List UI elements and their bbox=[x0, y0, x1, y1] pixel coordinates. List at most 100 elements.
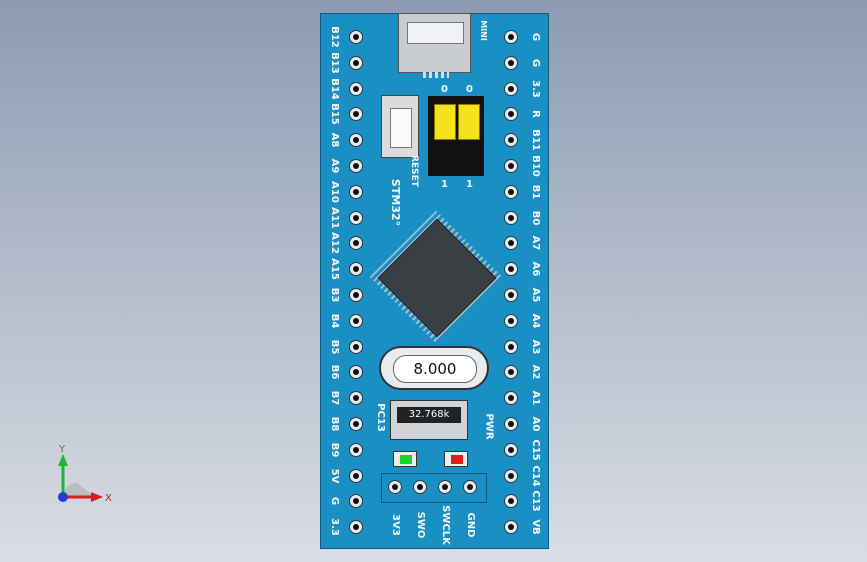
right-pin-label: 3.3 bbox=[530, 79, 541, 98]
right-pin[interactable] bbox=[504, 494, 518, 509]
swd-pin-label: SWCLK bbox=[440, 505, 451, 545]
left-pin[interactable] bbox=[349, 236, 363, 251]
left-pin[interactable] bbox=[349, 417, 363, 431]
right-pin-label: B10 bbox=[530, 155, 541, 177]
right-pin[interactable] bbox=[504, 159, 518, 173]
swd-pin[interactable] bbox=[413, 480, 427, 494]
reset-button[interactable] bbox=[381, 95, 419, 158]
swd-pin[interactable] bbox=[463, 480, 477, 494]
left-pin-label: B6 bbox=[329, 365, 340, 380]
right-pin-label: A3 bbox=[530, 339, 541, 354]
right-pin[interactable] bbox=[504, 210, 518, 225]
left-pin[interactable] bbox=[349, 184, 363, 199]
right-pin[interactable] bbox=[504, 520, 518, 535]
left-pin[interactable] bbox=[349, 210, 363, 225]
boot-jumper[interactable] bbox=[428, 96, 484, 176]
right-pin[interactable] bbox=[504, 236, 518, 251]
left-pin[interactable] bbox=[349, 81, 363, 96]
right-pin-label: B0 bbox=[530, 210, 541, 225]
y-axis-label: Y bbox=[58, 444, 66, 455]
reset-label: RESET bbox=[408, 155, 419, 187]
left-pin[interactable] bbox=[349, 494, 363, 509]
left-pin[interactable] bbox=[349, 468, 363, 483]
right-pin[interactable] bbox=[504, 262, 518, 277]
swd-pin[interactable] bbox=[438, 480, 452, 494]
right-pin-label: A2 bbox=[530, 365, 541, 380]
jumper-label-1a: 1 bbox=[441, 179, 448, 190]
left-pin-label: A8 bbox=[329, 132, 340, 148]
z-axis-dot bbox=[58, 492, 68, 502]
left-pin-label: B14 bbox=[329, 77, 340, 100]
left-pin[interactable] bbox=[349, 133, 363, 148]
right-pin[interactable] bbox=[504, 184, 518, 199]
right-pin[interactable] bbox=[504, 288, 518, 302]
jumper-label-0a: 0 bbox=[441, 84, 448, 95]
left-pin[interactable] bbox=[349, 442, 363, 457]
boot1-jumper-cap[interactable] bbox=[458, 104, 480, 140]
swd-pin-label: 3V3 bbox=[390, 514, 401, 536]
axis-triad[interactable]: Y X bbox=[50, 440, 120, 510]
left-pin-label: B7 bbox=[329, 390, 340, 406]
axis-triad-plane bbox=[63, 483, 95, 497]
swd-pin-label: SWO bbox=[415, 511, 426, 539]
right-pin-label: G bbox=[530, 58, 541, 67]
left-pin[interactable] bbox=[349, 55, 363, 70]
right-pin[interactable] bbox=[504, 365, 518, 380]
right-pin-label: B1 bbox=[530, 184, 541, 200]
left-pin-label: B13 bbox=[329, 52, 340, 74]
right-pin[interactable] bbox=[504, 442, 518, 457]
left-pin[interactable] bbox=[349, 365, 363, 380]
left-pin-label: 3.3 bbox=[329, 518, 340, 537]
left-pin[interactable] bbox=[349, 520, 363, 535]
right-pin[interactable] bbox=[504, 107, 518, 122]
left-pin[interactable] bbox=[349, 262, 363, 277]
left-pin-label: A11 bbox=[329, 206, 340, 229]
left-pin-label: A15 bbox=[329, 258, 340, 281]
right-pin[interactable] bbox=[504, 313, 518, 328]
right-pin[interactable] bbox=[504, 30, 518, 44]
right-pin[interactable] bbox=[504, 417, 518, 431]
left-pin[interactable] bbox=[349, 391, 363, 406]
right-pin[interactable] bbox=[504, 133, 518, 148]
left-pin-label: B12 bbox=[329, 26, 340, 48]
right-pin[interactable] bbox=[504, 81, 518, 96]
left-pin-label: 5V bbox=[329, 468, 340, 483]
left-pin-label: G bbox=[329, 497, 340, 506]
pc13-led-lamp bbox=[451, 455, 463, 464]
boot0-jumper-cap[interactable] bbox=[434, 104, 456, 140]
right-pin-label: A6 bbox=[530, 261, 541, 277]
left-pin[interactable] bbox=[349, 159, 363, 173]
jumper-label-1b: 1 bbox=[466, 179, 473, 190]
left-pin[interactable] bbox=[349, 30, 363, 44]
left-pin-label: A12 bbox=[329, 232, 340, 255]
left-pin-label: B4 bbox=[329, 313, 340, 329]
power-led-lamp bbox=[400, 455, 412, 464]
jumper-label-0b: 0 bbox=[466, 84, 473, 95]
right-pin[interactable] bbox=[504, 339, 518, 354]
swd-header bbox=[381, 473, 487, 503]
right-pin-label: G bbox=[530, 32, 541, 42]
crystal-oscillator[interactable]: 8.000 bbox=[379, 346, 489, 390]
right-pin[interactable] bbox=[504, 391, 518, 406]
left-pin[interactable] bbox=[349, 107, 363, 122]
right-pin-label: VB bbox=[530, 519, 541, 535]
left-pin[interactable] bbox=[349, 339, 363, 354]
left-pin[interactable] bbox=[349, 288, 363, 302]
brand-label: STM32° bbox=[389, 178, 403, 227]
right-pin-label: C13 bbox=[530, 490, 541, 513]
usb-port bbox=[407, 22, 464, 44]
right-pin[interactable] bbox=[504, 55, 518, 70]
right-pin-label: B11 bbox=[530, 129, 541, 151]
left-pin-label: B5 bbox=[329, 339, 340, 354]
swd-pin[interactable] bbox=[388, 480, 402, 494]
left-pin[interactable] bbox=[349, 313, 363, 328]
right-pin[interactable] bbox=[504, 468, 518, 483]
left-pin-label: B8 bbox=[329, 416, 340, 432]
left-pin-label: A10 bbox=[329, 180, 340, 203]
right-pin-label: R bbox=[530, 110, 541, 119]
left-pin-label: B15 bbox=[329, 103, 340, 126]
rtc-crystal[interactable]: 32.768k bbox=[390, 400, 468, 440]
left-pin-label: B9 bbox=[329, 442, 340, 458]
pwr-label: PWR bbox=[483, 413, 495, 440]
